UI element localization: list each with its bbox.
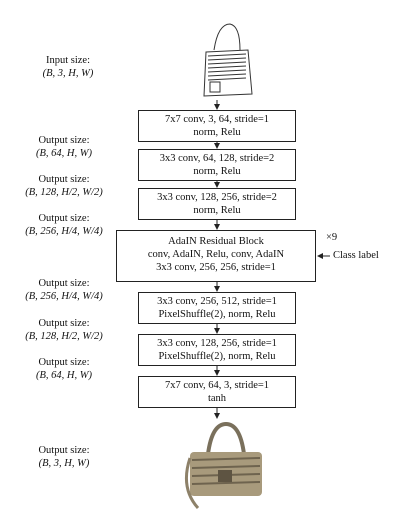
size-label-out-6: Output size: (B, 64, H, W) [14, 356, 114, 382]
block-line: 3x3 conv, 256, 256, stride=1 [156, 262, 276, 273]
size-label-out-2: Output size: (B, 128, H/2, W/2) [14, 173, 114, 199]
size-label-out-4: Output size: (B, 256, H/4, W/4) [14, 277, 114, 303]
block-line: PixelShuffle(2), norm, Relu [158, 309, 276, 320]
size-label-title: Output size: [38, 213, 90, 224]
block-line: 3x3 conv, 128, 256, stride=2 [157, 192, 277, 203]
size-label-shape: (B, 256, H/4, W/4) [25, 291, 103, 302]
block-line: 3x3 conv, 128, 256, stride=1 [157, 338, 277, 349]
size-label-shape: (B, 256, H/4, W/4) [25, 226, 103, 237]
size-label-shape: (B, 3, H, W) [42, 68, 94, 79]
size-label-shape: (B, 64, H, W) [36, 370, 92, 381]
size-label-shape: (B, 128, H/2, W/2) [25, 187, 103, 198]
size-label-title: Output size: [38, 135, 90, 146]
block-line: PixelShuffle(2), norm, Relu [158, 351, 276, 362]
size-label-title: Output size: [38, 445, 90, 456]
size-label-title: Output size: [38, 318, 90, 329]
block-line: 7x7 conv, 64, 3, stride=1 [164, 380, 270, 391]
repeat-count-label: ×9 [326, 232, 338, 243]
block-line: 3x3 conv, 64, 128, stride=2 [159, 153, 275, 164]
block-pixelshuffle-2: 3x3 conv, 128, 256, stride=1 PixelShuffl… [138, 334, 296, 366]
block-line: 3x3 conv, 256, 512, stride=1 [157, 296, 277, 307]
size-label-title: Output size: [38, 278, 90, 289]
size-label-shape: (B, 3, H, W) [38, 458, 90, 469]
block-line: conv, AdaIN, Relu, conv, AdaIN [147, 249, 285, 260]
block-line: norm, Relu [193, 127, 241, 138]
size-label-out-3: Output size: (B, 256, H/4, W/4) [14, 212, 114, 238]
block-conv3x3-down-2: 3x3 conv, 128, 256, stride=2 norm, Relu [138, 188, 296, 220]
size-label-shape: (B, 64, H, W) [36, 148, 92, 159]
size-label-input: Input size: (B, 3, H, W) [18, 54, 118, 80]
block-line: 7x7 conv, 3, 64, stride=1 [164, 114, 270, 125]
block-conv3x3-down-1: 3x3 conv, 64, 128, stride=2 norm, Relu [138, 149, 296, 181]
block-conv7x7-in: 7x7 conv, 3, 64, stride=1 norm, Relu [138, 110, 296, 142]
size-label-shape: (B, 128, H/2, W/2) [25, 331, 103, 342]
size-label-out-1: Output size: (B, 64, H, W) [14, 134, 114, 160]
block-line: AdaIN Residual Block [168, 236, 264, 247]
block-line: tanh [207, 393, 227, 404]
block-line: norm, Relu [193, 205, 241, 216]
size-label-out-5: Output size: (B, 128, H/2, W/2) [14, 317, 114, 343]
size-label-title: Output size: [38, 357, 90, 368]
block-adain-residual: AdaIN Residual Block conv, AdaIN, Relu, … [116, 230, 316, 282]
class-label-text: Class label [333, 250, 379, 261]
size-label-title: Input size: [45, 55, 91, 66]
input-sketch-bag-image [203, 23, 253, 97]
block-line: norm, Relu [193, 166, 241, 177]
output-photo-bag-image [184, 421, 262, 510]
block-pixelshuffle-1: 3x3 conv, 256, 512, stride=1 PixelShuffl… [138, 292, 296, 324]
size-label-title: Output size: [38, 174, 90, 185]
size-label-output: Output size: (B, 3, H, W) [14, 444, 114, 470]
block-conv7x7-out: 7x7 conv, 64, 3, stride=1 tanh [138, 376, 296, 408]
